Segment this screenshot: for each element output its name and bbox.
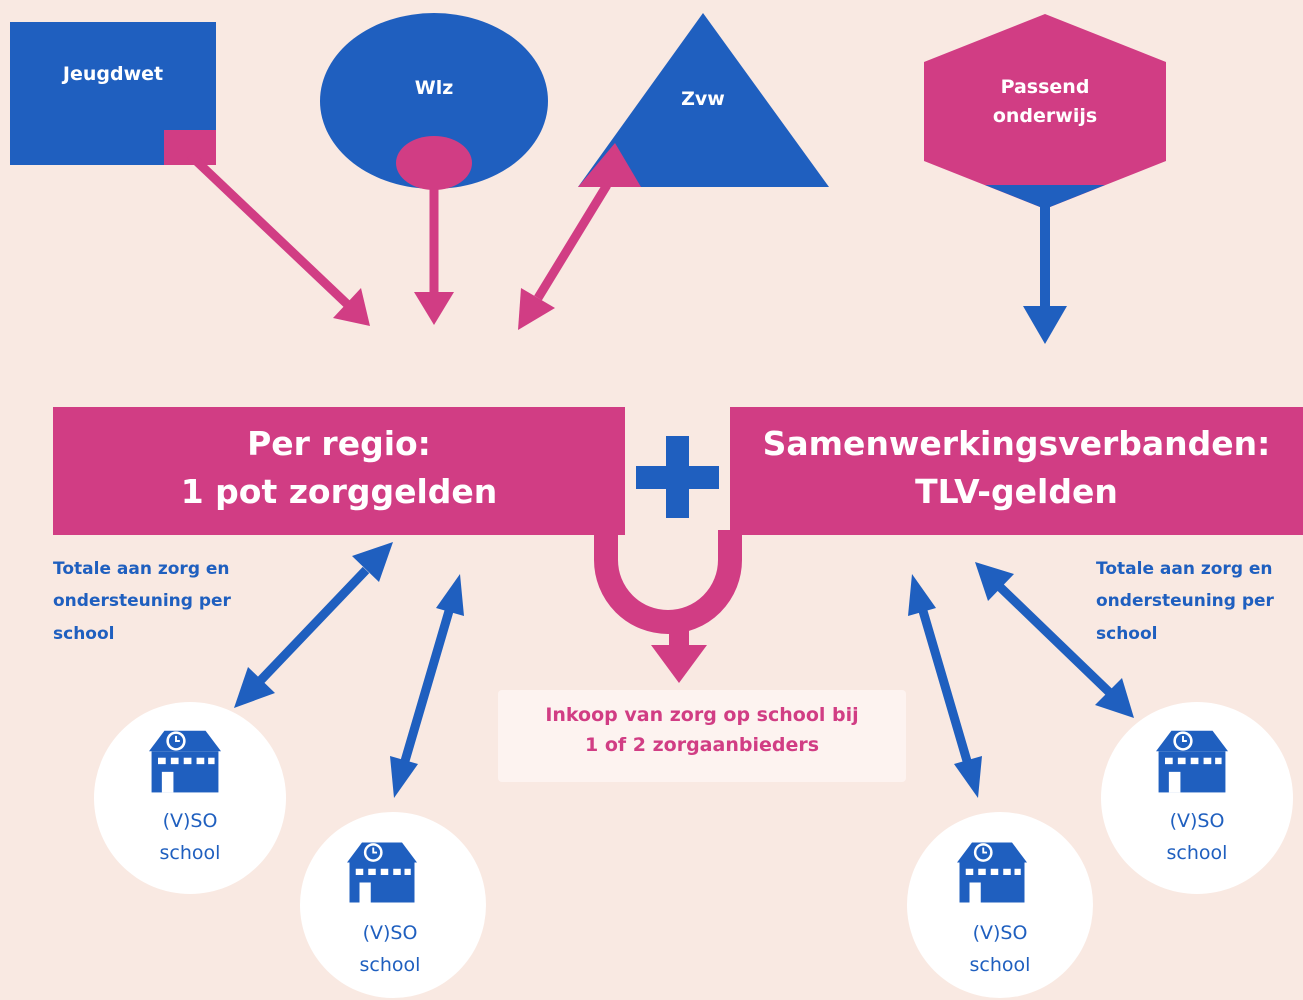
merge-pipe [594, 530, 742, 683]
passend-onderwijs-label: Passend onderwijs [945, 73, 1145, 132]
school-circle-2 [300, 812, 486, 998]
side-note-right-line1: Totale aan zorg en [1096, 559, 1273, 579]
school-circle-3 [907, 812, 1093, 998]
samenwerkingsverbanden-box [730, 407, 1303, 535]
school-building-icon [956, 841, 1028, 904]
per-regio-title: Per regio: 1 pot zorggelden [53, 420, 625, 516]
center-note-line1: Inkoop van zorg op school bij [545, 704, 859, 726]
arrow-passend-onderwijs [1023, 205, 1067, 344]
side-note-right-line2: ondersteuning per [1096, 591, 1274, 612]
school-label-2: (V)SO school [330, 917, 450, 982]
wlz-connector [396, 136, 472, 190]
school-3-line1: (V)SO [972, 922, 1028, 944]
wlz-ellipse [320, 13, 548, 189]
passend-onderwijs-hexagon [924, 14, 1166, 209]
side-note-left-line1: Totale aan zorg en [53, 559, 230, 579]
school-building-icon [346, 841, 418, 904]
passend-onderwijs-line2: onderwijs [992, 105, 1098, 128]
school-3-line2: school [969, 954, 1031, 977]
wlz-label: Wlz [414, 77, 454, 99]
center-note-line2: 1 of 2 zorgaanbieders [584, 734, 820, 757]
side-note-left-line3: school [53, 623, 115, 644]
center-note: Inkoop van zorg op school bij 1 of 2 zor… [498, 690, 906, 782]
samenwerkingsverbanden-line2: TLV-gelden [915, 471, 1118, 511]
school-label-4: (V)SO school [1137, 805, 1257, 870]
double-arrow-right-1 [908, 574, 982, 798]
double-arrow-left-1 [234, 542, 393, 708]
double-arrow-left-2 [390, 574, 464, 798]
plus-icon [636, 436, 719, 518]
school-1-line1: (V)SO [162, 810, 218, 832]
samenwerkingsverbanden-line1: Samenwerkingsverbanden: [762, 424, 1271, 463]
per-regio-box [53, 407, 625, 535]
school-label-3: (V)SO school [940, 917, 1060, 982]
side-note-left-line2: ondersteuning per [53, 591, 231, 612]
side-note-right: Totale aan zorg en ondersteuning per sch… [1096, 553, 1301, 650]
per-regio-line1: Per regio: [247, 424, 431, 463]
double-arrow-right-2 [975, 562, 1134, 718]
school-building-icon [1155, 729, 1229, 794]
arrow-wlz [414, 180, 454, 325]
per-regio-line2: 1 pot zorggelden [180, 471, 498, 511]
arrow-zvw [518, 182, 611, 330]
side-note-right-line3: school [1096, 623, 1158, 644]
jeugdwet-label: Jeugdwet [62, 63, 164, 85]
zvw-triangle [578, 13, 829, 187]
school-2-line2: school [359, 954, 421, 977]
school-1-line2: school [159, 842, 221, 865]
samenwerkingsverbanden-title: Samenwerkingsverbanden: TLV-gelden [730, 420, 1303, 516]
arrow-jeugdwet [186, 151, 370, 326]
zvw-connector [578, 143, 641, 187]
school-label-1: (V)SO school [130, 805, 250, 870]
school-4-line1: (V)SO [1169, 810, 1225, 832]
side-note-left: Totale aan zorg en ondersteuning per sch… [53, 553, 231, 650]
passend-onderwijs-line1: Passend [1000, 76, 1090, 98]
school-2-line1: (V)SO [362, 922, 418, 944]
school-building-icon [148, 729, 222, 794]
passend-onderwijs-connector [985, 185, 1105, 209]
school-circle-4 [1101, 702, 1293, 894]
zvw-label: Zvw [681, 88, 725, 110]
school-circle-1 [94, 702, 286, 894]
school-4-line2: school [1166, 842, 1228, 865]
